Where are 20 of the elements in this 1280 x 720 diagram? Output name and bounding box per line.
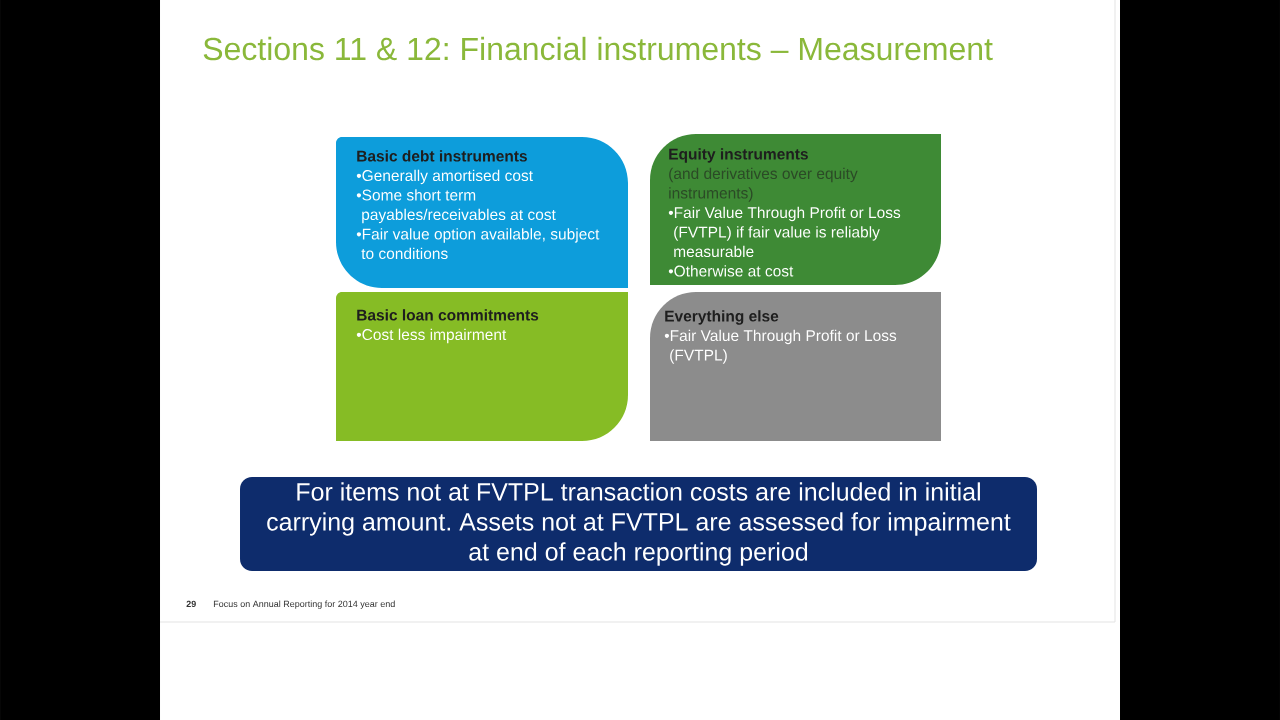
bullet-text: •Some short term payables/receivables at cost bbox=[356, 189, 556, 224]
box-heading: Basic loan commitments bbox=[357, 309, 539, 321]
quadrant-box bbox=[650, 134, 941, 285]
quadrant-box bbox=[336, 292, 628, 441]
bullet-text: •Otherwise at cost bbox=[668, 265, 794, 277]
footer-text: Focus on Annual Reporting for 2014 year end bbox=[213, 600, 395, 609]
box-heading: Everything else bbox=[665, 310, 779, 325]
bullet-text: •Fair Value Through Profit or Loss (FVTPL) bbox=[664, 329, 897, 364]
bullet-text: •Generally amortised cost bbox=[356, 169, 533, 185]
box-heading: Basic debt instruments bbox=[357, 150, 527, 162]
box-subheading: (and derivatives over equity instruments) bbox=[669, 167, 858, 202]
quadrant-box bbox=[650, 292, 941, 441]
bullet-text: •Cost less impairment bbox=[356, 328, 507, 344]
box-heading: Equity instruments bbox=[669, 148, 808, 163]
quadrant-box bbox=[336, 137, 628, 288]
bullet-text: •Fair value option available, subject to conditions bbox=[356, 228, 600, 260]
slide-title: Sections 11 & 12: Financial instruments – Measurement bbox=[203, 36, 993, 61]
bullet-text: •Fair Value Through Profit or Loss (FVTPL) if fair value is reliably measurable bbox=[668, 206, 901, 258]
note-banner: For items not at FVTPL transaction costs are included in initial carrying amount. Assets not at FVTPL are assessed for impairment at end of each reporting period bbox=[240, 477, 1037, 571]
page-number: 29 bbox=[186, 600, 196, 608]
